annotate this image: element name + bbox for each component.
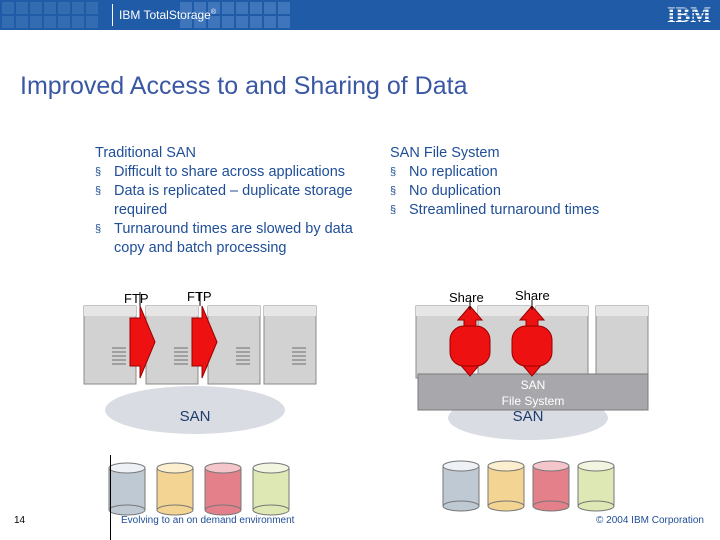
page-number: 14	[14, 515, 26, 526]
bullet-icon: §	[95, 185, 102, 197]
list-item-text: Streamlined turnaround times	[409, 202, 600, 218]
list-item: § No duplication	[390, 182, 670, 201]
server-icon	[83, 305, 137, 385]
san-network-ellipse	[105, 386, 285, 434]
share-label: Share	[515, 288, 550, 303]
banner-divider	[112, 4, 113, 26]
ftp-label: FTP	[187, 289, 212, 304]
traditional-san-diagram: FTP FTP SAN	[83, 289, 317, 516]
storage-disk-icon	[532, 460, 570, 512]
server-icon	[207, 305, 261, 385]
fs-label-line1: SAN	[521, 378, 546, 392]
product-name-suffix: Storage	[168, 8, 211, 22]
section-heading: Traditional SAN	[95, 145, 197, 161]
product-name: IBM TotalStorage®	[119, 8, 216, 22]
share-label: Share	[449, 290, 484, 305]
product-name-main: IBM Total	[119, 8, 169, 22]
san-label: SAN	[180, 408, 211, 425]
bullet-icon: §	[95, 166, 102, 178]
bullet-list: § No replication § No duplication § Streaml…	[390, 163, 670, 220]
ftp-arrow-icon	[129, 305, 156, 379]
ftp-label: FTP	[124, 291, 149, 306]
server-icon	[263, 305, 317, 385]
bullet-icon: §	[390, 185, 397, 197]
ibm-logo: IBM	[664, 4, 714, 26]
footer-tagline: Evolving to an on demand environment	[121, 515, 295, 526]
ibm-logo-text: IBM	[667, 4, 711, 26]
share-arrow-body	[511, 325, 553, 367]
ftp-arrow-icon	[191, 305, 218, 379]
list-item: § Data is replicated – duplicate storage …	[95, 182, 353, 220]
storage-disk-icon	[487, 460, 525, 512]
list-item-text: Difficult to share across applications	[114, 164, 346, 180]
list-item: § Streamlined turnaround times	[390, 201, 670, 220]
traditional-san-section: Traditional SAN § Difficult to share acro…	[95, 144, 353, 258]
storage-disk-icon	[252, 462, 290, 516]
bullet-icon: §	[390, 166, 397, 178]
slide-title: Improved Access to and Sharing of Data	[20, 72, 468, 100]
list-item-text: Turnaround times are slowed by data copy…	[114, 221, 353, 256]
server-icon	[535, 305, 589, 379]
server-icon	[595, 305, 649, 379]
list-item-text: Data is replicated – duplicate storage r…	[114, 183, 353, 218]
san-file-system-section: SAN File System § No replication § No dupl…	[390, 144, 670, 220]
registered-mark: ®	[210, 9, 217, 16]
list-item-text: No replication	[409, 164, 498, 180]
san-file-system-diagram: SAN File System SAN Share Share	[415, 288, 649, 512]
section-heading: SAN File System	[390, 145, 500, 161]
fs-label-line2: File System	[502, 394, 565, 408]
copyright: © 2004 IBM Corporation	[596, 515, 704, 526]
storage-disk-icon	[156, 462, 194, 516]
list-item: § Turnaround times are slowed by data cop…	[95, 220, 353, 258]
storage-disk-icon	[108, 462, 146, 516]
share-arrow-body	[449, 325, 491, 367]
san-label: SAN	[513, 408, 544, 425]
banner-pattern	[2, 2, 290, 28]
san-file-system-box	[417, 373, 649, 411]
storage-disk-icon	[204, 462, 242, 516]
bullet-list: §Difficult to share across applications …	[95, 163, 353, 258]
top-banner: IBM TotalStorage® IBM	[0, 0, 720, 30]
bullet-icon: §	[390, 204, 397, 216]
list-item-text: No duplication	[409, 183, 501, 199]
list-item: § No replication	[390, 163, 670, 182]
storage-disk-icon	[442, 460, 480, 512]
footer-divider	[110, 455, 111, 540]
list-item: § Difficult to share across applications	[95, 163, 353, 182]
bullet-icon: §	[95, 223, 102, 235]
storage-disk-icon	[577, 460, 615, 512]
